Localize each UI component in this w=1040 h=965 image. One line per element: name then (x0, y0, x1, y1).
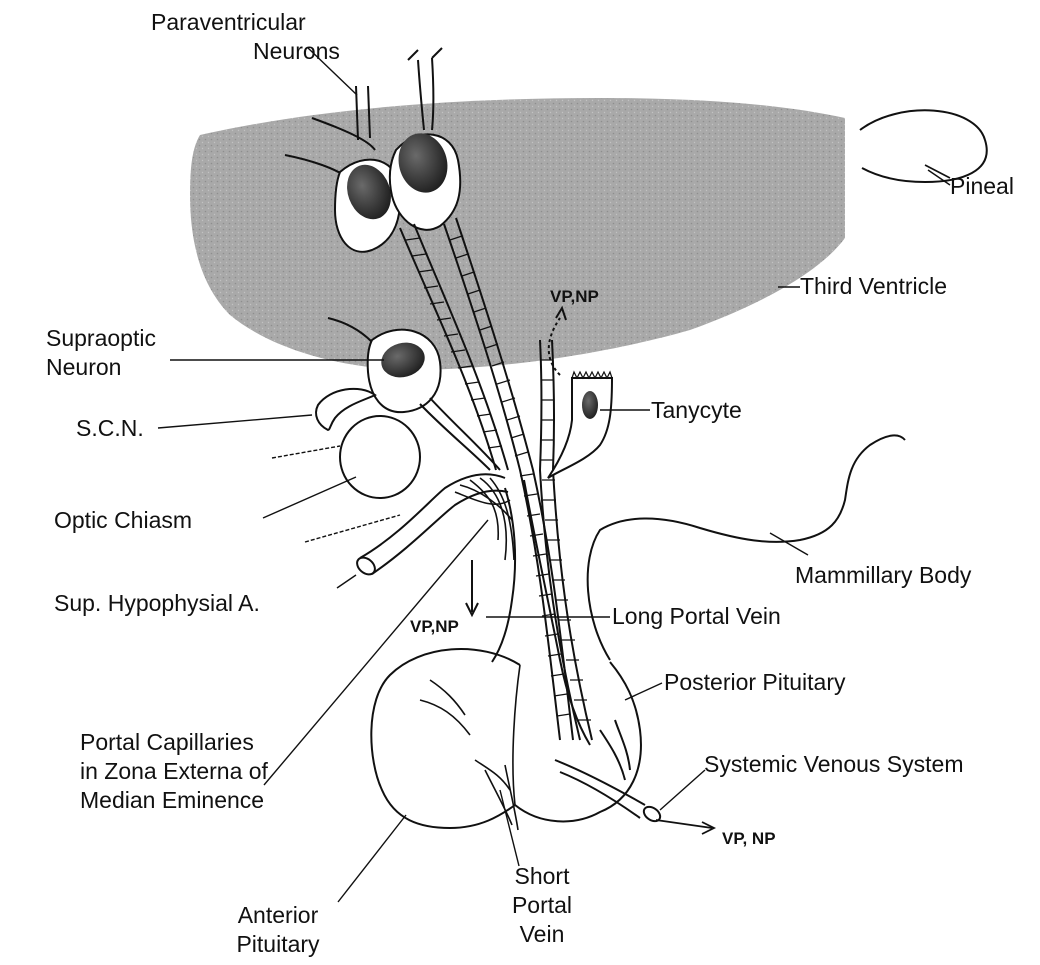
paraventricular-neurons-label: Paraventricular Neurons (151, 8, 340, 66)
anterior-pituitary-label: Anterior Pituitary (218, 901, 338, 959)
supraoptic-neuron-label: Supraoptic Neuron (46, 324, 156, 382)
tanycyte (548, 372, 612, 478)
scn-label: S.C.N. (76, 414, 144, 443)
systemic-venous-label: Systemic Venous System (704, 750, 964, 779)
vp-np-top-marker: VP,NP (550, 287, 599, 307)
tanycyte-label: Tanycyte (651, 396, 742, 425)
pituitary-stalk (492, 480, 590, 745)
portal-capillaries-label: Portal Capillaries in Zona Externa of Me… (80, 728, 268, 815)
optic-chiasm-shape (340, 416, 420, 498)
vp-np-mid-marker: VP,NP (410, 617, 459, 637)
mammillary-body-label: Mammillary Body (795, 561, 971, 590)
short-portal-vein-label: Short Portal Vein (502, 862, 582, 949)
vp-np-out-marker: VP, NP (722, 829, 776, 849)
sup-hypophysial-label: Sup. Hypophysial A. (54, 589, 260, 618)
short-portal-vein (420, 680, 518, 830)
optic-chiasm-label: Optic Chiasm (54, 506, 192, 535)
third-ventricle-region (190, 98, 845, 370)
posterior-pituitary-label: Posterior Pituitary (664, 668, 846, 697)
pineal-label: Pineal (950, 172, 1014, 201)
anterior-pituitary-outline (371, 649, 520, 828)
third-ventricle-label: Third Ventricle (800, 272, 947, 301)
long-portal-vein-label: Long Portal Vein (612, 602, 781, 631)
